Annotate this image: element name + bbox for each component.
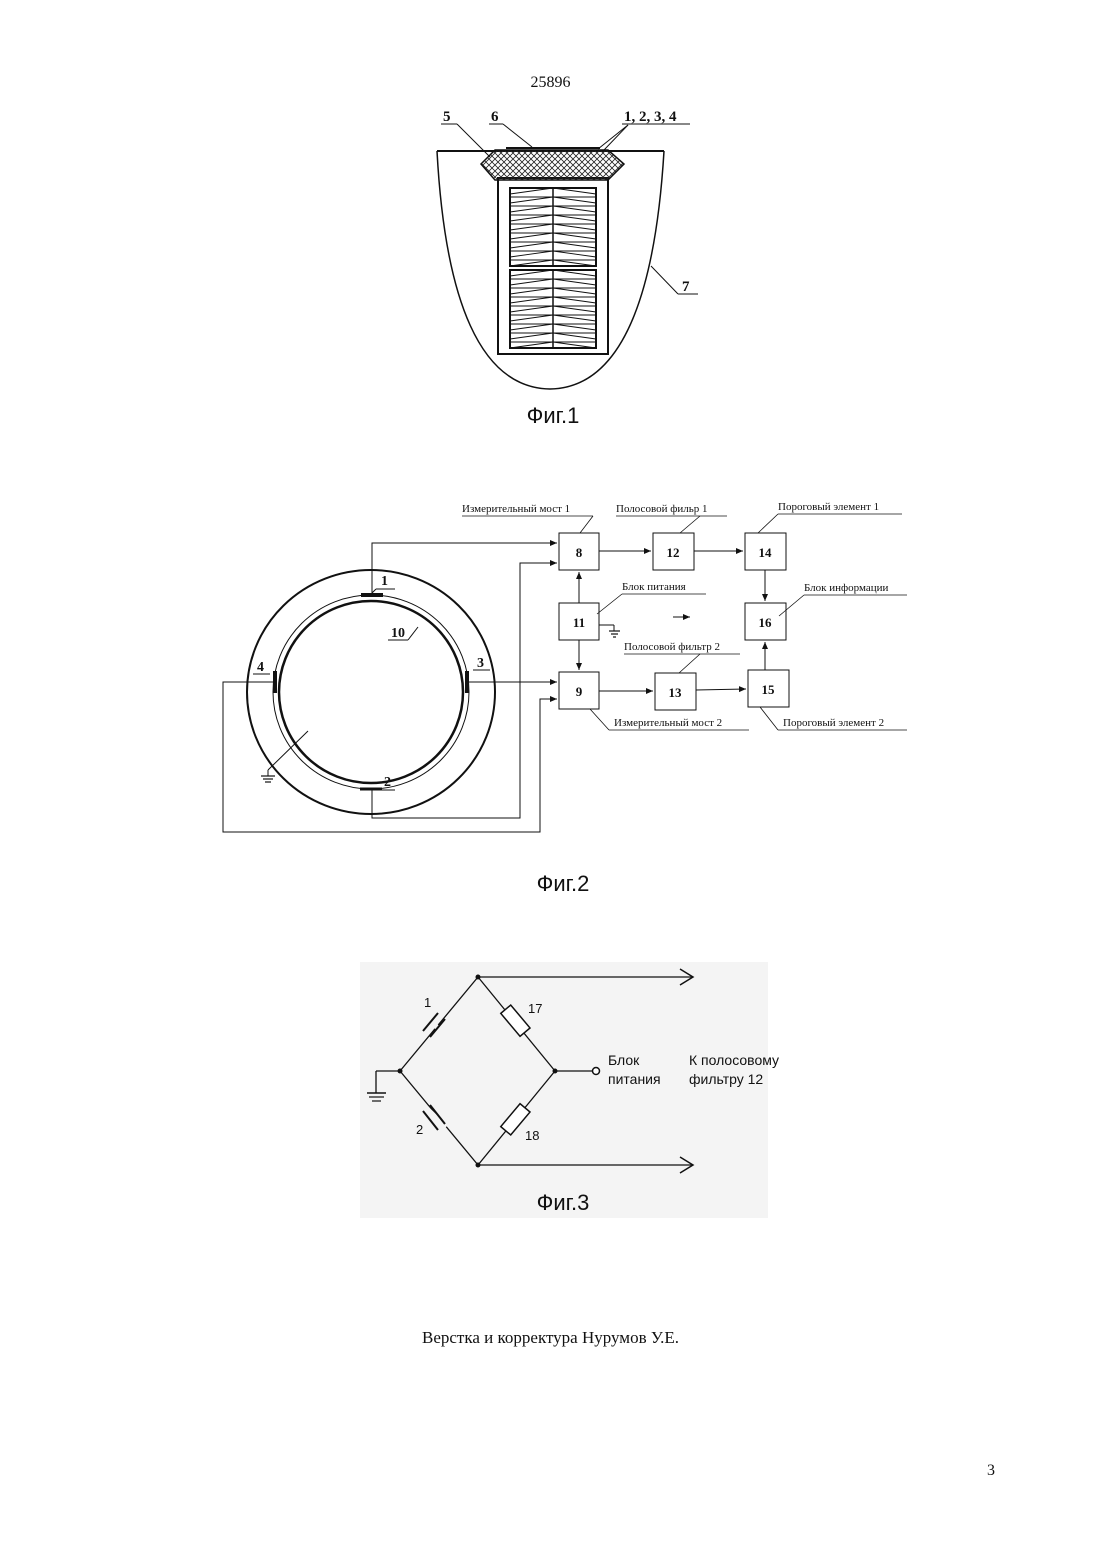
electrode-label-1: 1: [381, 574, 388, 589]
block-11-label: 11: [573, 615, 585, 630]
block-13-label: 13: [669, 685, 683, 700]
scan-background: [360, 962, 768, 1218]
inner-ring: [279, 601, 463, 783]
label-10: 10: [391, 626, 405, 641]
wire-electrode-4: [223, 682, 557, 832]
block-9-label: 9: [576, 684, 583, 699]
caption-bridge-1: Измерительный мост 1: [462, 503, 570, 515]
figure-3: 1 2 17 18 Блок питания К полосовому филь…: [360, 962, 779, 1218]
block-15-label: 15: [762, 682, 776, 697]
figure-2: 1 2 3 4 10 8 11 9 12 13: [223, 501, 907, 896]
page-number: 3: [987, 1462, 995, 1480]
figure-2-caption: Фиг.2: [537, 871, 590, 896]
block-14-label: 14: [759, 545, 773, 560]
sensor-cap: [481, 150, 624, 180]
figure-3-caption: Фиг.3: [537, 1190, 590, 1215]
electrode-label-2: 2: [384, 775, 391, 790]
middle-ring: [273, 595, 469, 789]
outer-ring: [247, 570, 495, 814]
block-12-label: 12: [667, 545, 680, 560]
power-terminal: [593, 1068, 600, 1075]
electrode-label-3: 3: [477, 656, 484, 671]
electrode-label-4: 4: [257, 660, 264, 675]
label-power-line1: Блок: [608, 1052, 640, 1068]
block-8-label: 8: [576, 545, 583, 560]
figure-1: 5 6 1, 2, 3, 4 7 Фиг.1: [437, 109, 698, 428]
label-output-line1: К полосовому: [689, 1052, 779, 1068]
layout-credits: Верстка и корректура Нурумов У.Е.: [0, 1328, 1101, 1348]
caption-filter-2: Полосовой фильтр 2: [624, 641, 720, 653]
sensor-panel-lower: [510, 270, 596, 348]
label-c1: 1: [424, 995, 431, 1010]
label-5: 5: [443, 109, 451, 125]
label-c2: 2: [416, 1122, 423, 1137]
label-6: 6: [491, 109, 499, 125]
caption-power: Блок питания: [622, 581, 686, 593]
block-16-label: 16: [759, 615, 773, 630]
caption-threshold-2: Пороговый элемент 2: [783, 717, 884, 729]
caption-filter-1: Полосовой фильр 1: [616, 503, 707, 515]
label-1-2-3-4: 1, 2, 3, 4: [624, 109, 677, 125]
caption-threshold-1: Пороговый элемент 1: [778, 501, 879, 513]
sensor-panel-upper: [510, 188, 596, 266]
label-r17: 17: [528, 1001, 542, 1016]
wire-electrode-1: [372, 543, 557, 595]
caption-bridge-2: Измерительный мост 2: [614, 717, 722, 729]
label-power-line2: питания: [608, 1071, 661, 1087]
label-output-line2: фильтру 12: [689, 1071, 763, 1087]
label-r18: 18: [525, 1128, 539, 1143]
caption-info: Блок информации: [804, 582, 889, 594]
figure-1-caption: Фиг.1: [527, 403, 580, 428]
label-7: 7: [682, 279, 690, 295]
